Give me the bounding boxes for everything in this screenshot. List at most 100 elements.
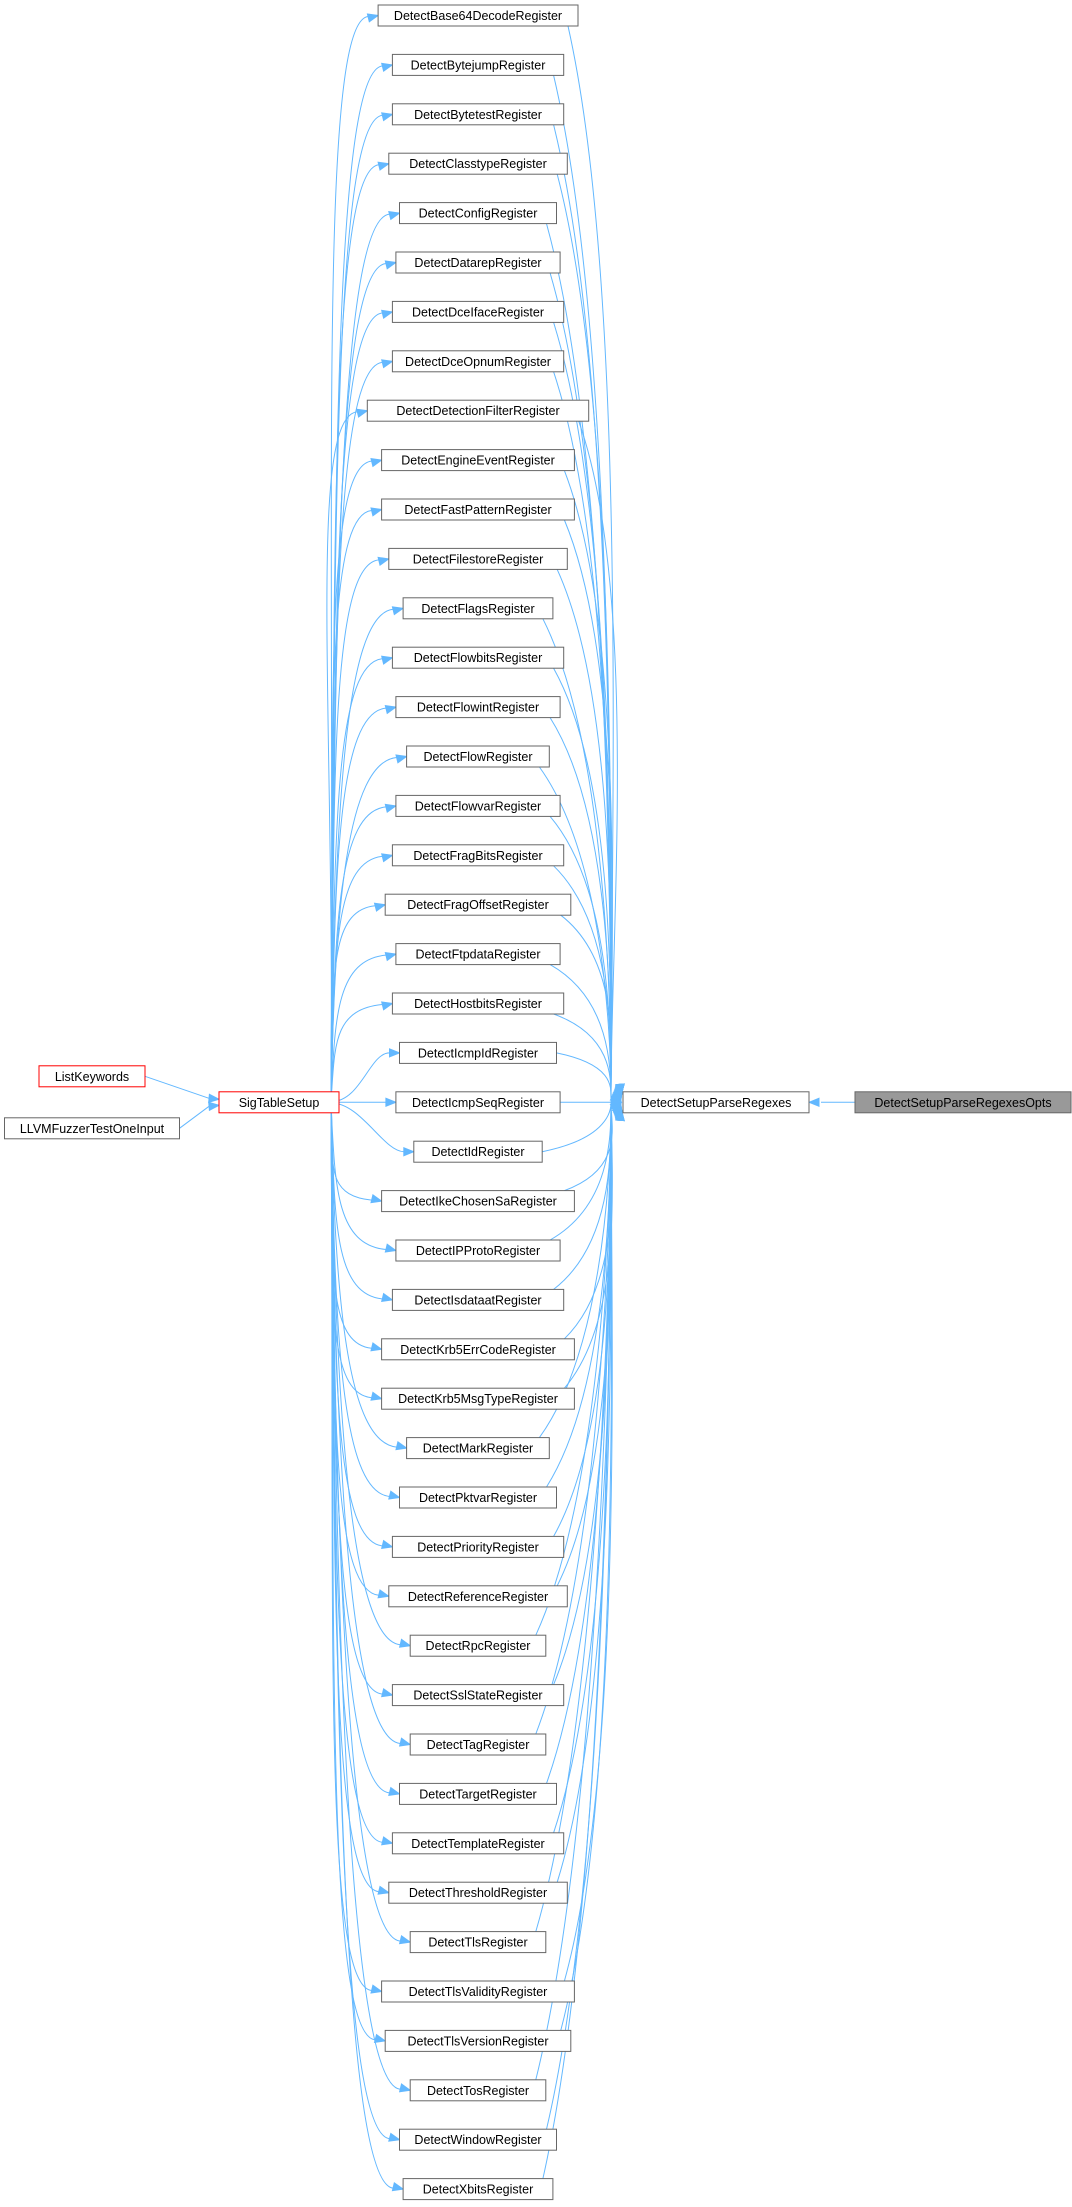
arrowhead: [356, 408, 369, 418]
arrowhead: [381, 853, 394, 863]
node-detect-tag-register[interactable]: DetectTagRegister: [409, 1733, 547, 1756]
arrowhead: [389, 1048, 401, 1058]
edge: [535, 1108, 612, 1735]
node-detect-engine-event-register[interactable]: DetectEngineEventRegister: [381, 449, 575, 472]
node-detect-priority-register[interactable]: DetectPriorityRegister: [391, 1535, 565, 1558]
edge: [326, 411, 358, 1095]
node-label: DetectDatarepRegister: [414, 256, 541, 270]
arrowhead: [381, 655, 394, 665]
edge: [330, 905, 376, 1100]
node-detect-ip-proto-register[interactable]: DetectIPProtoRegister: [395, 1239, 561, 1262]
node-sig-table-setup[interactable]: SigTableSetup: [218, 1091, 340, 1114]
arrowhead: [381, 359, 394, 369]
node-detect-rpc-register[interactable]: DetectRpcRegister: [409, 1634, 547, 1657]
arrowhead: [208, 1101, 221, 1112]
node-detect-hostbits-register[interactable]: DetectHostbitsRegister: [391, 992, 565, 1015]
node-detect-config-register[interactable]: DetectConfigRegister: [399, 202, 557, 225]
node-label: DetectConfigRegister: [419, 207, 538, 221]
node-detect-base64-decode-register[interactable]: DetectBase64DecodeRegister: [377, 4, 579, 27]
node-detect-tls-register[interactable]: DetectTlsRegister: [409, 1931, 547, 1954]
edge: [556, 569, 612, 1097]
edge: [556, 1052, 612, 1102]
node-detect-flowvar-register[interactable]: DetectFlowvarRegister: [395, 794, 561, 817]
node-detect-frag-bits-register[interactable]: DetectFragBitsRegister: [391, 844, 565, 867]
arrowhead: [398, 2083, 412, 2093]
node-detect-ssl-state-register[interactable]: DetectSslStateRegister: [391, 1684, 565, 1707]
node-detect-krb5-err-code-register[interactable]: DetectKrb5ErrCodeRegister: [381, 1338, 575, 1361]
edge: [330, 1104, 386, 1250]
arrowhead: [377, 556, 391, 567]
edge: [330, 1106, 397, 1448]
edge: [553, 1013, 612, 1102]
node-detect-reference-register[interactable]: DetectReferenceRegister: [388, 1585, 568, 1608]
node-detect-setup-parse-regexes[interactable]: DetectSetupParseRegexes: [622, 1091, 810, 1114]
node-detect-flowint-register[interactable]: DetectFlowintRegister: [395, 696, 561, 719]
node-detect-dce-opnum-register[interactable]: DetectDceOpnumRegister: [391, 350, 565, 373]
node-detect-window-register[interactable]: DetectWindowRegister: [399, 2128, 557, 2151]
node-detect-pktvar-register[interactable]: DetectPktvarRegister: [399, 1486, 557, 1509]
node-label: DetectDetectionFilterRegister: [396, 404, 559, 418]
node-detect-target-register[interactable]: DetectTargetRegister: [399, 1782, 557, 1805]
node-detect-krb5-msg-type-register[interactable]: DetectKrb5MsgTypeRegister: [381, 1387, 575, 1410]
node-detect-xbits-register[interactable]: DetectXbitsRegister: [402, 2178, 554, 2201]
node-detect-bytejump-register[interactable]: DetectBytejumpRegister: [391, 53, 565, 76]
node-llvm-fuzzer-test-one-input[interactable]: LLVMFuzzerTestOneInput: [4, 1117, 180, 1140]
node-detect-ftpdata-register[interactable]: DetectFtpdataRegister: [395, 943, 561, 966]
arrowhead: [385, 1097, 398, 1108]
arrowhead: [391, 2181, 405, 2192]
node-label: DetectClasstypeRegister: [409, 157, 547, 171]
node-detect-dce-iface-register[interactable]: DetectDceIfaceRegister: [391, 300, 565, 323]
node-label: DetectBase64DecodeRegister: [394, 9, 562, 23]
node-label: DetectTlsRegister: [428, 1936, 527, 1950]
arrowhead: [391, 606, 405, 616]
edge: [330, 658, 383, 1098]
node-detect-id-register[interactable]: DetectIdRegister: [413, 1140, 543, 1163]
node-detect-template-register[interactable]: DetectTemplateRegister: [391, 1832, 565, 1855]
arrowhead: [370, 1391, 383, 1401]
arrowhead: [395, 754, 408, 764]
node-detect-bytetest-register[interactable]: DetectBytetestRegister: [391, 103, 565, 126]
node-detect-tls-version-register[interactable]: DetectTlsVersionRegister: [384, 2029, 572, 2052]
node-label: DetectReferenceRegister: [408, 1590, 548, 1604]
node-label: DetectFastPatternRegister: [404, 503, 551, 517]
node-label: DetectSslStateRegister: [413, 1689, 542, 1703]
node-detect-threshold-register[interactable]: DetectThresholdRegister: [388, 1881, 568, 1904]
node-detect-ike-chosen-sa-register[interactable]: DetectIkeChosenSaRegister: [381, 1190, 575, 1213]
arrowhead: [398, 1737, 412, 1747]
nodes: DetectBase64DecodeRegisterDetectBytejump…: [4, 4, 1072, 2201]
node-detect-fast-pattern-register[interactable]: DetectFastPatternRegister: [381, 498, 575, 521]
node-detect-isdataat-register[interactable]: DetectIsdataatRegister: [391, 1288, 565, 1311]
node-detect-mark-register[interactable]: DetectMarkRegister: [406, 1437, 550, 1460]
node-label: DetectMarkRegister: [423, 1442, 533, 1456]
edge: [563, 1110, 613, 1982]
node-detect-datarep-register[interactable]: DetectDatarepRegister: [395, 251, 561, 274]
edge: [330, 1111, 401, 1942]
node-detect-flow-register[interactable]: DetectFlowRegister: [406, 745, 550, 768]
node-detect-classtype-register[interactable]: DetectClasstypeRegister: [388, 152, 568, 175]
node-label: DetectHostbitsRegister: [414, 997, 542, 1011]
node-detect-tos-register[interactable]: DetectTosRegister: [409, 2079, 547, 2102]
node-label: DetectIkeChosenSaRegister: [399, 1195, 557, 1209]
node-detect-flags-register[interactable]: DetectFlagsRegister: [402, 597, 554, 620]
arrowhead: [381, 112, 394, 122]
arrowhead: [807, 1097, 820, 1108]
node-label: DetectKrb5ErrCodeRegister: [400, 1343, 556, 1357]
node-detect-icmp-seq-register[interactable]: DetectIcmpSeqRegister: [395, 1091, 561, 1114]
node-list-keywords[interactable]: ListKeywords: [38, 1065, 146, 1088]
node-detect-setup-parse-regexes-opts[interactable]: DetectSetupParseRegexesOpts: [854, 1091, 1072, 1114]
arrowhead: [370, 507, 383, 517]
node-detect-flowbits-register[interactable]: DetectFlowbitsRegister: [391, 646, 565, 669]
node-detect-frag-offset-register[interactable]: DetectFragOffsetRegister: [384, 893, 572, 916]
node-detect-tls-validity-register[interactable]: DetectTlsValidityRegister: [381, 1980, 575, 2003]
arrowhead: [377, 1885, 391, 1895]
edge: [179, 1105, 210, 1129]
node-detect-filestore-register[interactable]: DetectFilestoreRegister: [388, 547, 568, 570]
node-detect-detection-filter-register[interactable]: DetectDetectionFilterRegister: [366, 399, 590, 422]
edge: [330, 559, 379, 1096]
node-label: DetectBytetestRegister: [414, 108, 542, 122]
arrowhead: [381, 1539, 394, 1549]
edge: [564, 1103, 613, 1192]
arrowhead: [398, 1934, 412, 1945]
node-detect-icmp-id-register[interactable]: DetectIcmpIdRegister: [399, 1041, 557, 1064]
edge: [560, 914, 613, 1101]
